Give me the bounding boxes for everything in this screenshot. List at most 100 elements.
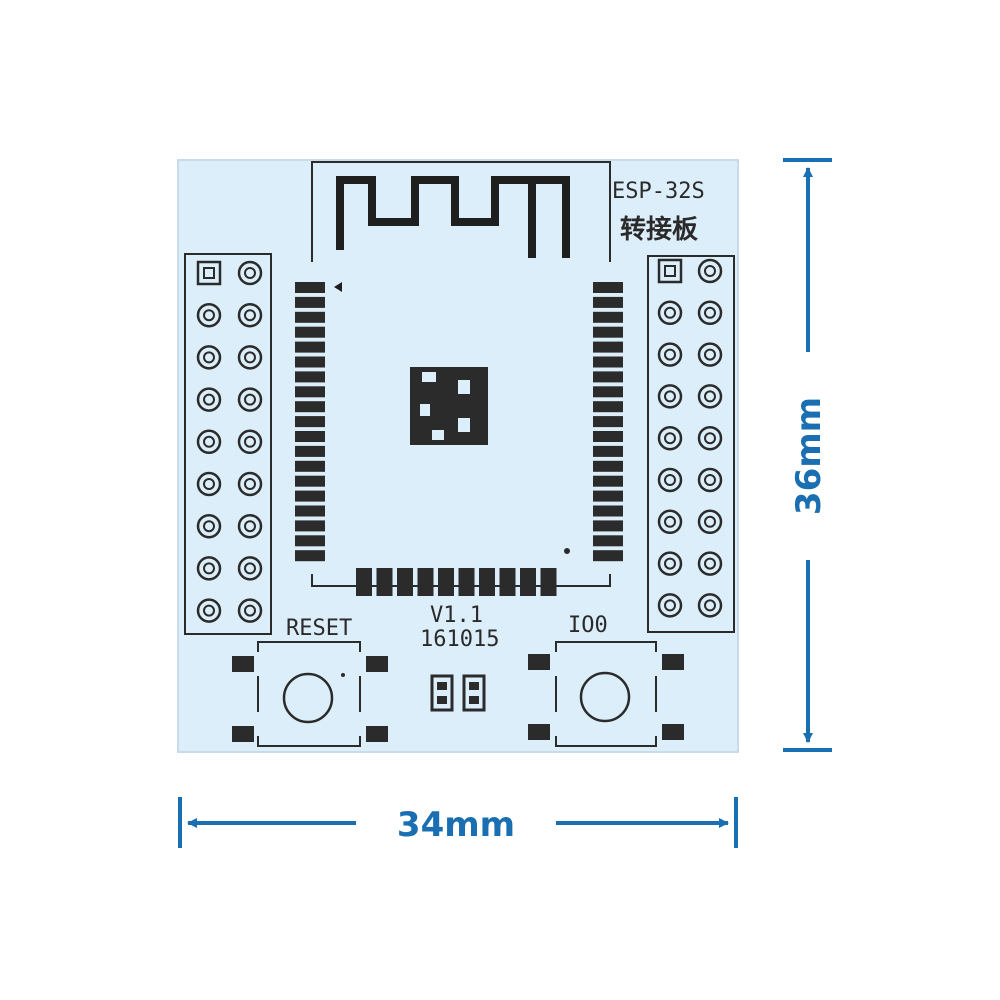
header-pad bbox=[697, 509, 723, 535]
header-pad bbox=[196, 429, 222, 455]
header-pad-hole bbox=[704, 432, 716, 445]
header-pad-hole bbox=[664, 557, 676, 570]
header-pad-hole bbox=[664, 390, 676, 403]
header-pad-hole bbox=[704, 306, 716, 319]
header-pad-hole bbox=[704, 265, 716, 277]
header-pad bbox=[237, 598, 263, 623]
module-pad bbox=[295, 460, 325, 472]
center-pad-via bbox=[422, 372, 436, 382]
header-pad bbox=[196, 556, 222, 581]
left-header-outline bbox=[184, 253, 272, 635]
header-pad-hole bbox=[203, 478, 215, 490]
module-pad bbox=[417, 568, 434, 596]
module-pad bbox=[295, 386, 325, 398]
module-pad bbox=[499, 568, 516, 596]
header-pad-hole bbox=[704, 390, 716, 403]
module-pad bbox=[593, 460, 623, 472]
header-pad bbox=[237, 429, 263, 455]
header-pad bbox=[237, 345, 263, 370]
io0-button[interactable] bbox=[528, 641, 684, 747]
pcb-board bbox=[177, 159, 739, 753]
module-left-pads bbox=[295, 282, 325, 562]
header-pad bbox=[237, 260, 263, 286]
header-pad bbox=[657, 300, 683, 326]
module-pad bbox=[593, 445, 623, 457]
header-pad bbox=[657, 342, 683, 367]
header-pad bbox=[237, 302, 263, 328]
module-pad bbox=[295, 356, 325, 368]
module-pad bbox=[295, 296, 325, 308]
module-pad bbox=[593, 326, 623, 338]
header-pad-hole bbox=[704, 599, 716, 612]
module-pad bbox=[520, 568, 536, 596]
module-pad bbox=[593, 490, 623, 502]
header-pad bbox=[237, 556, 263, 581]
reset-button[interactable] bbox=[232, 641, 388, 747]
module-bottom-pads bbox=[356, 568, 557, 596]
header-pad-hole bbox=[244, 604, 256, 617]
header-pad-hole bbox=[203, 562, 215, 575]
module-pad bbox=[295, 535, 325, 547]
header-pad bbox=[657, 551, 683, 576]
header-pad bbox=[237, 471, 263, 497]
module-pad bbox=[295, 445, 325, 457]
header-pad-hole bbox=[664, 474, 676, 486]
header-pad bbox=[237, 513, 263, 539]
module-pad bbox=[593, 401, 623, 413]
header-pad-hole bbox=[664, 599, 676, 612]
header-pad bbox=[657, 384, 683, 409]
module-pad bbox=[295, 505, 325, 517]
header-pad-hole bbox=[664, 515, 676, 528]
header-square-pad-hole bbox=[664, 265, 676, 277]
header-square-pad-hole bbox=[203, 267, 215, 279]
module-pad bbox=[593, 520, 623, 532]
reset-label: RESET bbox=[286, 616, 352, 641]
module-pad bbox=[593, 431, 623, 442]
module-pad bbox=[295, 475, 325, 487]
module-pad bbox=[295, 371, 325, 383]
module-pad bbox=[593, 311, 623, 323]
center-pad-via bbox=[420, 404, 430, 416]
header-pad-hole bbox=[244, 267, 256, 279]
header-pad bbox=[697, 258, 723, 284]
left-header-holes bbox=[196, 260, 263, 623]
module-pad bbox=[593, 535, 623, 547]
header-pad-hole bbox=[244, 435, 256, 448]
header-pad-hole bbox=[244, 520, 256, 533]
header-pad bbox=[657, 425, 683, 451]
header-pad-hole bbox=[704, 515, 716, 528]
module-pad bbox=[295, 490, 325, 502]
module-pad bbox=[593, 371, 623, 383]
antenna-trace bbox=[336, 176, 570, 258]
module-pad bbox=[376, 568, 393, 596]
module-pad bbox=[593, 296, 623, 308]
header-pad bbox=[657, 593, 683, 618]
module-pad bbox=[593, 386, 623, 398]
module-pad bbox=[295, 282, 325, 293]
header-pad bbox=[697, 425, 723, 451]
module-pad bbox=[295, 431, 325, 442]
header-pad-hole bbox=[704, 474, 716, 486]
header-pad bbox=[657, 467, 683, 493]
smd-component bbox=[430, 674, 454, 712]
module-pad bbox=[295, 341, 325, 353]
header-pad bbox=[697, 300, 723, 326]
module-pad bbox=[540, 568, 557, 596]
header-pad-hole bbox=[203, 435, 215, 448]
center-pad-via bbox=[432, 430, 444, 440]
header-pad bbox=[697, 551, 723, 576]
header-square-pad bbox=[657, 258, 683, 284]
module-right-pads bbox=[593, 282, 623, 562]
module-pad bbox=[295, 550, 325, 562]
header-pad bbox=[697, 467, 723, 493]
header-pad-hole bbox=[664, 432, 676, 445]
smd-component bbox=[462, 674, 486, 712]
header-pad-hole bbox=[664, 348, 676, 361]
header-square-pad bbox=[196, 260, 222, 286]
module-pad bbox=[397, 568, 413, 596]
module-pad bbox=[593, 282, 623, 293]
right-header-holes bbox=[657, 258, 723, 618]
board-subtitle: 转接板 bbox=[620, 215, 698, 245]
header-pad bbox=[697, 593, 723, 618]
header-pad-hole bbox=[244, 562, 256, 575]
